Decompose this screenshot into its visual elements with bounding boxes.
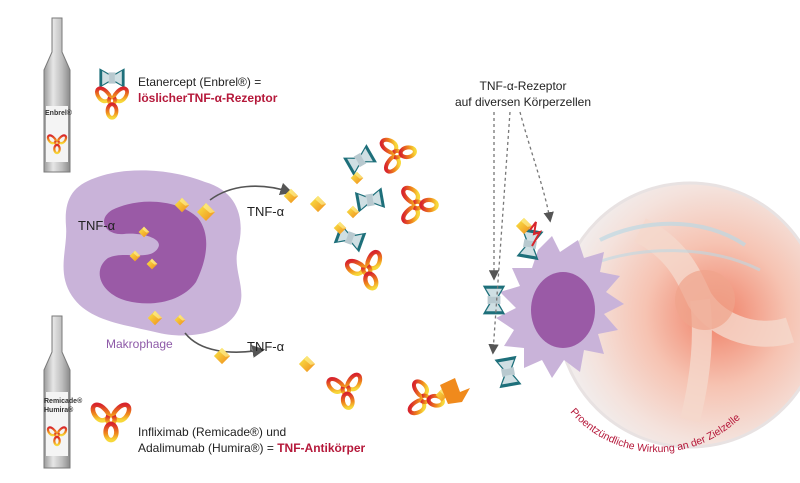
target-joint-image [556, 181, 800, 449]
enbrel-vial [43, 17, 71, 173]
etanercept-line2: löslicherTNF-α-Rezeptor [138, 91, 278, 105]
tnf-cube [309, 195, 327, 213]
tnf-receptor [482, 285, 506, 315]
enbrel-vial-label: Enbrel® [45, 110, 72, 117]
remicade-vial-label: Remicade® [44, 398, 83, 405]
receptor-note-line1: TNF-α-Rezeptor [479, 79, 567, 93]
arrow-upper [209, 182, 294, 201]
macrophage-label: Makrophage [106, 337, 173, 351]
receptor-note-line2: auf diversen Körperzellen [454, 95, 592, 109]
etanercept-line1: Etanercept (Enbrel®) = [138, 75, 262, 89]
remicade-humira-vial [43, 315, 71, 469]
target-cell [496, 236, 624, 378]
macrophage-cell [63, 170, 242, 336]
tnf-cube [298, 355, 316, 373]
infliximab-icon [93, 405, 129, 440]
antibody [328, 374, 365, 411]
receptor-pointer [519, 111, 554, 223]
infliximab-line1: Infliximab (Remicade®) und [138, 425, 287, 439]
lower-tnf-label: TNF-α [247, 339, 285, 354]
tnf-antikoerper-text: TNF-Antikörper [277, 441, 366, 455]
receptor-pointer [488, 111, 511, 355]
etanercept-bound [333, 221, 390, 294]
upper-tnf-label: TNF-α [247, 204, 285, 219]
antibody-bound [409, 378, 470, 418]
adalimumab-text: Adalimumab (Humira®) = [138, 441, 278, 455]
humira-vial-label: Humira® [44, 407, 74, 414]
arrow-lower [184, 332, 266, 358]
tnf-receptor-activated [515, 217, 544, 261]
macrophage-tnf-label: TNF-α [78, 218, 116, 233]
etanercept-icon [95, 68, 129, 120]
infliximab-line2: Adalimumab (Humira®) = TNF-Antikörper [138, 440, 365, 456]
etanercept-bound [346, 187, 437, 222]
tnf-receptor [494, 355, 522, 389]
etanercept-bound [343, 135, 418, 185]
